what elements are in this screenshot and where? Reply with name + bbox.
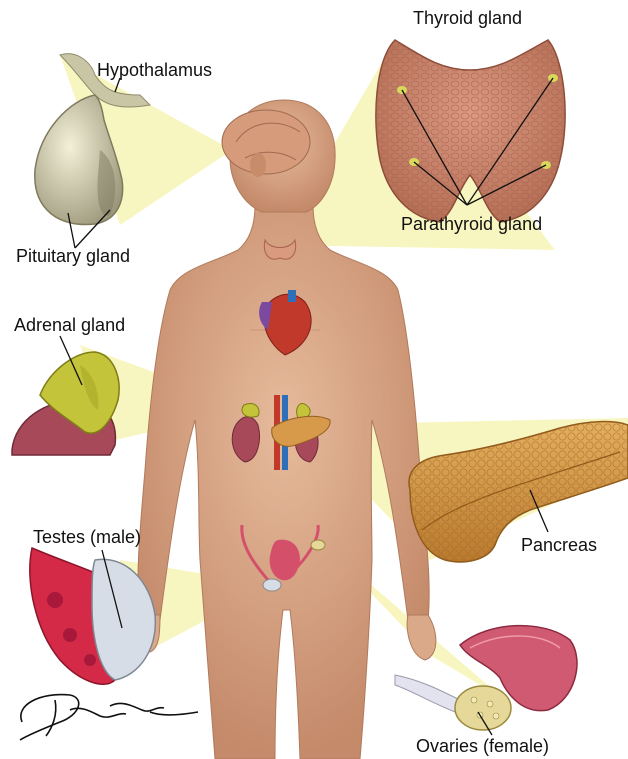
brainstem (250, 153, 266, 177)
ovary-large (455, 686, 511, 730)
label-testes: Testes (male) (33, 528, 141, 546)
label-pancreas: Pancreas (521, 536, 597, 554)
pelvic-ovary (311, 540, 325, 550)
right-hand (407, 615, 436, 660)
brain (222, 110, 310, 174)
left-adrenal (242, 403, 259, 417)
label-thyroid-gland: Thyroid gland (413, 9, 522, 27)
label-ovaries: Ovaries (female) (416, 737, 549, 755)
label-hypothalamus: Hypothalamus (97, 61, 212, 79)
label-pituitary-gland: Pituitary gland (16, 247, 130, 265)
left-kidney (232, 417, 259, 462)
adrenal-callout (12, 352, 119, 455)
label-parathyroid-gland: Parathyroid gland (401, 215, 542, 233)
artist-signature-icon (20, 695, 198, 740)
pelvic-testis (263, 579, 281, 591)
label-adrenal-gland: Adrenal gland (14, 316, 125, 334)
ovary-ligament (395, 675, 460, 712)
